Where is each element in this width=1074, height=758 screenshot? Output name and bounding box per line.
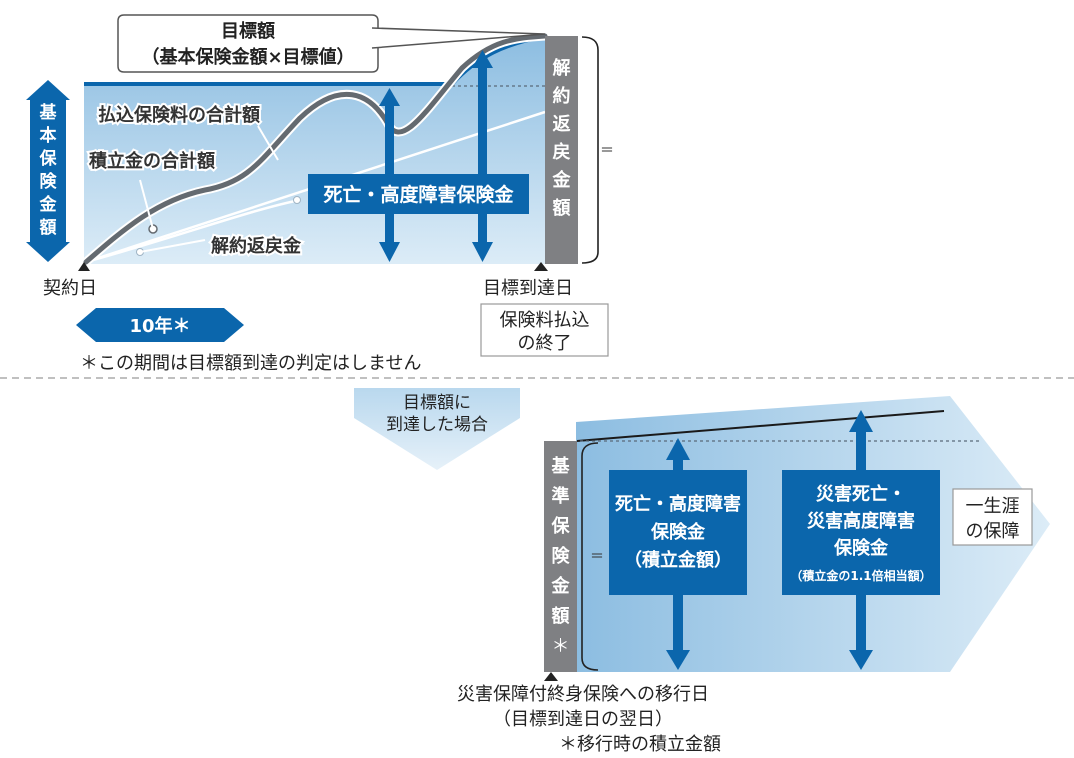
transition-marker bbox=[544, 672, 558, 681]
basic-amount-vertical-text: 基本保険金額 bbox=[39, 102, 58, 238]
premium-end-line1: 保険料払込 bbox=[500, 310, 590, 331]
accident-line4: （積立金の1.1倍相当額） bbox=[790, 568, 931, 583]
period-badge-label: 10年＊ bbox=[129, 315, 190, 337]
bottom-chart: 目標額に 到達した場合 基準保険金額 ＊ ＝ 死亡・高度障害 保険金 （積立金額… bbox=[354, 388, 1050, 755]
reached-line1: 目標額に bbox=[403, 393, 471, 413]
target-callout-line2: （基本保険金額×目標値） bbox=[141, 46, 354, 68]
basic-amount-arrow bbox=[26, 80, 70, 262]
reached-arrow bbox=[354, 388, 520, 470]
lifetime-line2: の保障 bbox=[966, 521, 1020, 542]
premium-end-box bbox=[480, 303, 609, 357]
surrender-value-label: 解約返戻金 bbox=[211, 235, 302, 257]
reached-line2: 到達した場合 bbox=[386, 415, 488, 435]
standard-amount-vertical: 基準保険金額 bbox=[551, 455, 571, 627]
standard-asterisk: ＊ bbox=[552, 636, 570, 657]
lifetime-line1: 一生涯 bbox=[966, 496, 1020, 517]
period-badge bbox=[76, 308, 244, 342]
lifetime-box bbox=[952, 488, 1033, 546]
death-benefit-label: 死亡・高度障害保険金 bbox=[323, 183, 514, 206]
accident-line1: 災害死亡・ bbox=[816, 483, 906, 505]
premium-end-line2: の終了 bbox=[518, 333, 572, 354]
contract-date-label: 契約日 bbox=[43, 278, 97, 299]
accident-line3: 保険金 bbox=[833, 537, 889, 559]
transition-note: ＊移行時の積立金額 bbox=[559, 734, 721, 755]
death-arrow-2 bbox=[472, 50, 493, 262]
accident-benefit-box bbox=[782, 470, 940, 595]
basic-amount-vertical: 基本保険金額 bbox=[39, 102, 58, 238]
premium-dot bbox=[293, 196, 301, 204]
reserve-leader bbox=[139, 179, 154, 230]
contract-date-marker bbox=[78, 262, 90, 271]
period-note: ＊この期間は目標額到達の判定はしません bbox=[80, 353, 421, 374]
top-equals: ＝ bbox=[600, 143, 614, 159]
death-benefit-bottom-box bbox=[609, 470, 747, 595]
premium-leader bbox=[257, 125, 279, 161]
target-reach-date-label: 目標到達日 bbox=[483, 278, 573, 299]
target-callout-box bbox=[117, 14, 379, 73]
reserve-label: 積立金の合計額 bbox=[88, 150, 215, 172]
death-arrow-1 bbox=[379, 88, 400, 262]
surrender-amount-bar bbox=[545, 36, 578, 264]
transition-line1: 災害保障付終身保険への移行日 bbox=[457, 684, 709, 705]
death-bottom-line2: 保険金 bbox=[650, 521, 706, 543]
target-callout-pointer bbox=[371, 27, 546, 49]
surrender-bracket bbox=[581, 36, 599, 264]
standard-amount-vertical-text: 基準保険金額 bbox=[551, 455, 571, 627]
death-bottom-line3: （積立金額） bbox=[624, 549, 732, 571]
paid-premium-label: 払込保険料の合計額 bbox=[98, 104, 260, 126]
death-benefit-box bbox=[308, 174, 529, 214]
bottom-equals: ＝ bbox=[590, 549, 604, 565]
reserve-top-line bbox=[576, 410, 945, 442]
surrender-amount-vertical-text: 解約返戻金額 bbox=[552, 57, 572, 219]
target-date-marker bbox=[534, 262, 548, 271]
accident-line2: 災害高度障害 bbox=[807, 510, 915, 532]
top-chart: 死亡・高度障害保険金 解約返戻金額 ＝ 基本保険金額 目標額 （基本保険金額×目… bbox=[26, 14, 614, 374]
death-bottom-line1: 死亡・高度障害 bbox=[615, 493, 741, 515]
surrender-leader bbox=[139, 239, 206, 253]
reserve-curve bbox=[83, 33, 548, 265]
target-callout-line1: 目標額 bbox=[221, 20, 275, 42]
surrender-value-line bbox=[85, 198, 301, 264]
standard-bracket bbox=[581, 442, 599, 671]
standard-amount-bar bbox=[544, 441, 577, 672]
transition-line2: （目標到達日の翌日） bbox=[493, 709, 673, 730]
surrender-amount-vertical: 解約返戻金額 bbox=[552, 57, 572, 219]
